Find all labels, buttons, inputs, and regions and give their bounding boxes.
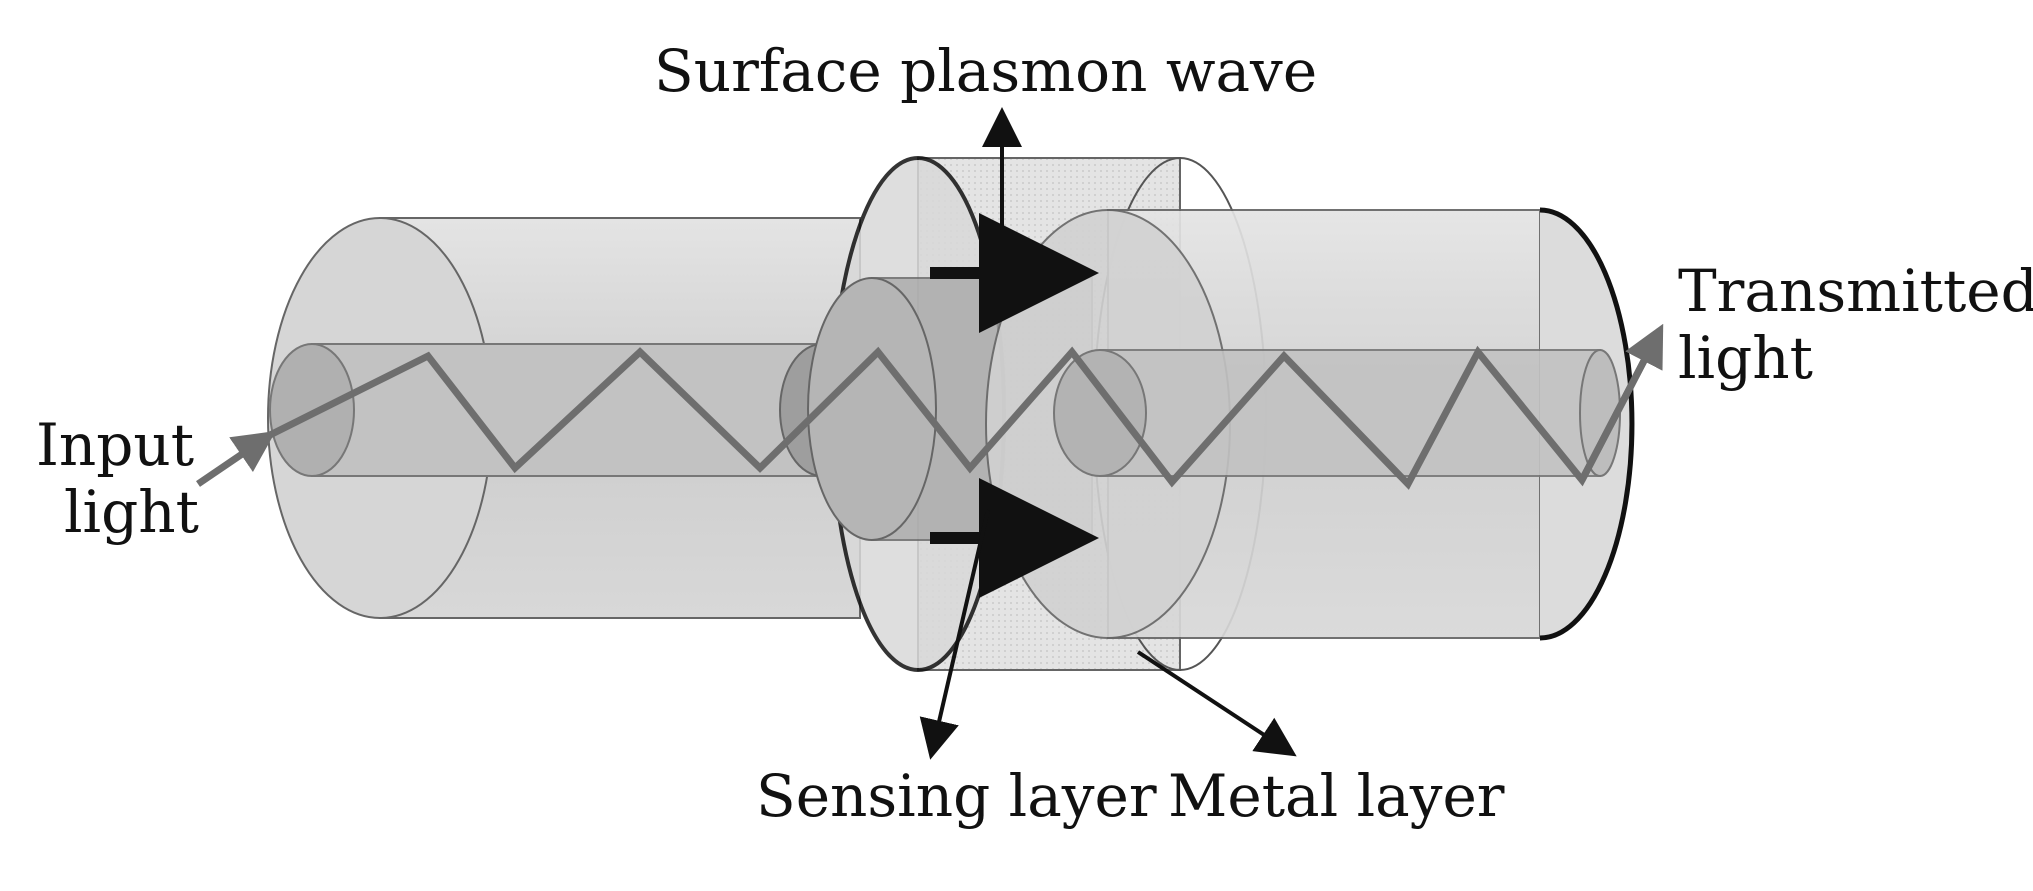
metal-layer-pointer [1136,650,1297,757]
surface-plasmon-wave-label: Surface plasmon wave [654,37,1318,105]
input-light-label-line2: light [64,477,199,546]
right-core [1053,349,1621,477]
transmitted-light-label-line1: Transmitted [1678,257,2033,325]
sensing-layer-pointer [919,509,990,760]
input-light-label-line1: Input [36,411,195,479]
metal-layer-label: Metal layer [1168,762,1505,830]
light-path-zigzag [268,328,1664,490]
sensing-layer-label: Sensing layer [756,762,1157,830]
transmitted-light-label: Transmitted light [1678,258,2033,391]
transmitted-light-arrow [1578,323,1664,482]
input-light-label: Input light [36,412,199,545]
input-light-arrow [196,431,276,487]
transmitted-light-label-line2: light [1678,323,1813,392]
